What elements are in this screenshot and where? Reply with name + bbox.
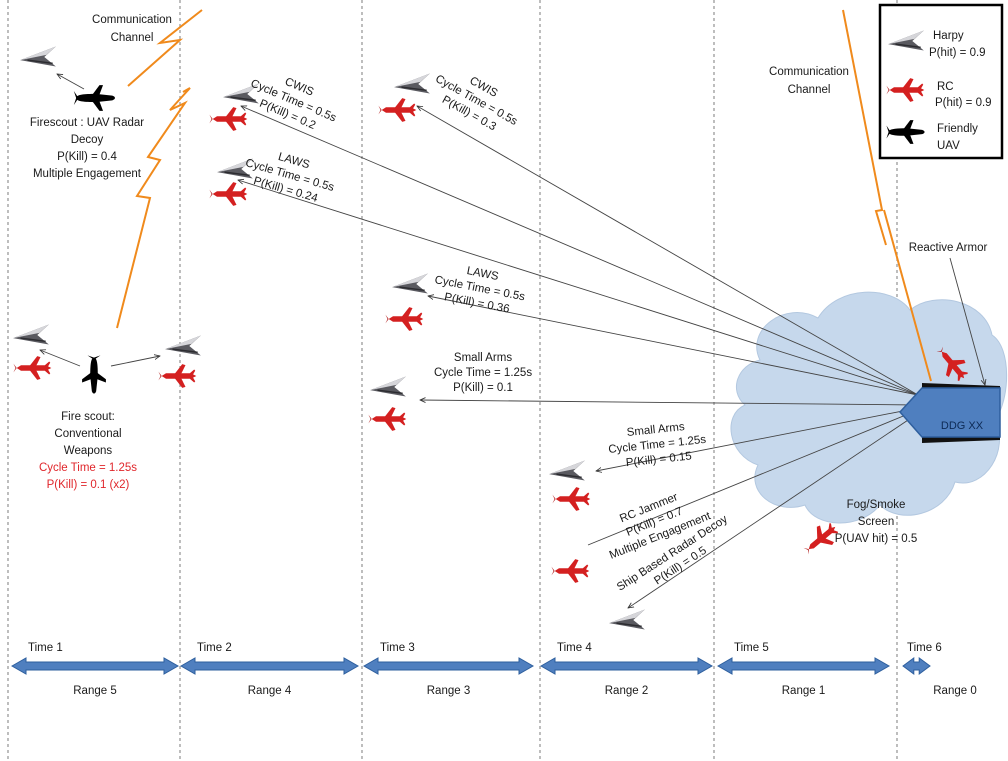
- harpy-icon: [548, 459, 586, 482]
- time-label: Time 6: [907, 642, 942, 654]
- movement-arrow: [40, 350, 81, 367]
- fog-screen-label: Screen: [858, 516, 894, 528]
- time-label: Time 1: [28, 642, 63, 654]
- legend-harpy-label: Harpy: [933, 30, 964, 42]
- firescout-decoy-label: Firescout : UAV Radar: [30, 117, 144, 129]
- engagement-line: [420, 400, 919, 406]
- range-arrow: [539, 657, 714, 675]
- legend-rc-phit: P(hit) = 0.9: [935, 97, 992, 109]
- range-label: Range 2: [605, 685, 648, 697]
- friendly-uav-icon: [82, 355, 106, 394]
- harpy-icon: [393, 72, 431, 95]
- small-arms-cycle-time: Cycle Time = 1.25s: [608, 434, 707, 456]
- rc-icon: [385, 307, 424, 331]
- range-arrow: [10, 657, 180, 675]
- engagement-line: [587, 409, 919, 546]
- firescout-weapons-stat: P(Kill) = 0.1 (x2): [47, 479, 130, 491]
- communication-channel-link: [116, 87, 191, 329]
- harpy-icon: [608, 608, 646, 631]
- harpy-icon: [19, 45, 57, 68]
- ddg-ship: DDG XX: [898, 383, 1001, 443]
- harpy-icon: [369, 375, 407, 398]
- range-label: Range 0: [933, 685, 976, 697]
- reactive-armor-pointer: [949, 257, 985, 385]
- communication-channel-link: [842, 9, 887, 246]
- rc-icon: [551, 559, 590, 583]
- time-label: Time 3: [380, 642, 415, 654]
- small-arms-range2-label: Small Arms Cycle Time = 1.25s P(Kill) = …: [608, 421, 707, 469]
- reactive-armor-label: Reactive Armor: [909, 242, 988, 254]
- timeline: Time 1 Range 5 Time 2 Range 4 Time 3 Range 3 T…: [10, 642, 977, 697]
- rc-icon: [209, 107, 248, 131]
- comm-channel-label: Channel: [788, 84, 831, 96]
- legend-harpy-phit: P(hit) = 0.9: [929, 47, 986, 59]
- communication-channel-link: [883, 209, 932, 382]
- time-label: Time 4: [557, 642, 592, 654]
- time-label: Time 5: [734, 642, 769, 654]
- small-arms-title: Small Arms: [454, 352, 512, 364]
- engagement-line: [241, 106, 919, 396]
- rc-icon: [13, 356, 52, 380]
- engagement-line: [596, 407, 919, 471]
- harpy-icon: [391, 272, 429, 295]
- engagement-line: [628, 411, 921, 608]
- firescout-decoy-label: Multiple Engagement: [33, 168, 142, 180]
- cwis-range3-label: CWIS Cycle Time = 0.5s P(Kill) = 0.3: [433, 73, 519, 133]
- fog-screen-label: P(UAV hit) = 0.5: [835, 533, 918, 545]
- fog-smoke-cloud: [730, 291, 1008, 524]
- small-arms-range3-label: Small Arms Cycle Time = 1.25s P(Kill) = …: [434, 352, 532, 394]
- laws-range4-label: LAWS Cycle Time = 0.5s P(Kill) = 0.24: [244, 151, 336, 205]
- rc-icon: [209, 182, 248, 206]
- firescout-weapons-label: Weapons: [64, 445, 113, 457]
- comm-channel-label: Channel: [111, 32, 154, 44]
- range-label: Range 5: [73, 685, 116, 697]
- friendly-uav-icon: [73, 85, 115, 111]
- movement-arrow: [110, 356, 160, 367]
- legend-rc-label: RC: [937, 81, 954, 93]
- rc-icon: [552, 487, 591, 511]
- engagement-lines: [238, 106, 985, 608]
- engagement-line: [417, 106, 919, 396]
- range-arrow: [179, 657, 360, 675]
- cwis-range4-label: CWIS Cycle Time = 0.5s P(Kill) = 0.2: [249, 76, 338, 132]
- legend-friendly-label-2: UAV: [937, 140, 960, 152]
- movement-arrow: [57, 74, 85, 90]
- firescout-weapons-stat: Cycle Time = 1.25s: [39, 462, 137, 474]
- harpy-icon: [164, 334, 202, 357]
- rc-icon: [368, 407, 407, 431]
- range-arrow: [902, 657, 931, 675]
- range-label: Range 3: [427, 685, 470, 697]
- communication-channel-link: [127, 9, 203, 87]
- engagement-line: [238, 180, 919, 396]
- legend-friendly-label: Friendly: [937, 123, 978, 135]
- legend: Harpy P(hit) = 0.9 RC P(hit) = 0.9 Frien…: [878, 3, 1004, 160]
- small-arms-pkill: P(Kill) = 0.1: [453, 382, 513, 394]
- range-label: Range 4: [248, 685, 292, 697]
- time-label: Time 2: [197, 642, 232, 654]
- small-arms-cycle-time: Cycle Time = 1.25s: [434, 367, 532, 379]
- firescout-decoy-label: P(Kill) = 0.4: [57, 151, 117, 163]
- range-arrow: [362, 657, 535, 675]
- firescout-weapons-label: Conventional: [54, 428, 121, 440]
- engagement-line: [428, 296, 919, 396]
- ship-label: DDG XX: [941, 420, 984, 432]
- comm-channel-label: Communication: [769, 66, 849, 78]
- rc-icon: [378, 98, 417, 122]
- range-label: Range 1: [782, 685, 825, 697]
- comm-channel-label: Communication: [92, 14, 172, 26]
- rc-icon: [158, 364, 197, 388]
- harpy-icon: [12, 323, 50, 346]
- fog-screen-label: Fog/Smoke: [847, 499, 906, 511]
- laws-range3-label: LAWS Cycle Time = 0.5s P(Kill) = 0.36: [434, 265, 527, 316]
- firescout-weapons-label: Fire scout:: [61, 411, 115, 423]
- firescout-decoy-label: Decoy: [71, 134, 104, 146]
- range-arrow: [716, 657, 891, 675]
